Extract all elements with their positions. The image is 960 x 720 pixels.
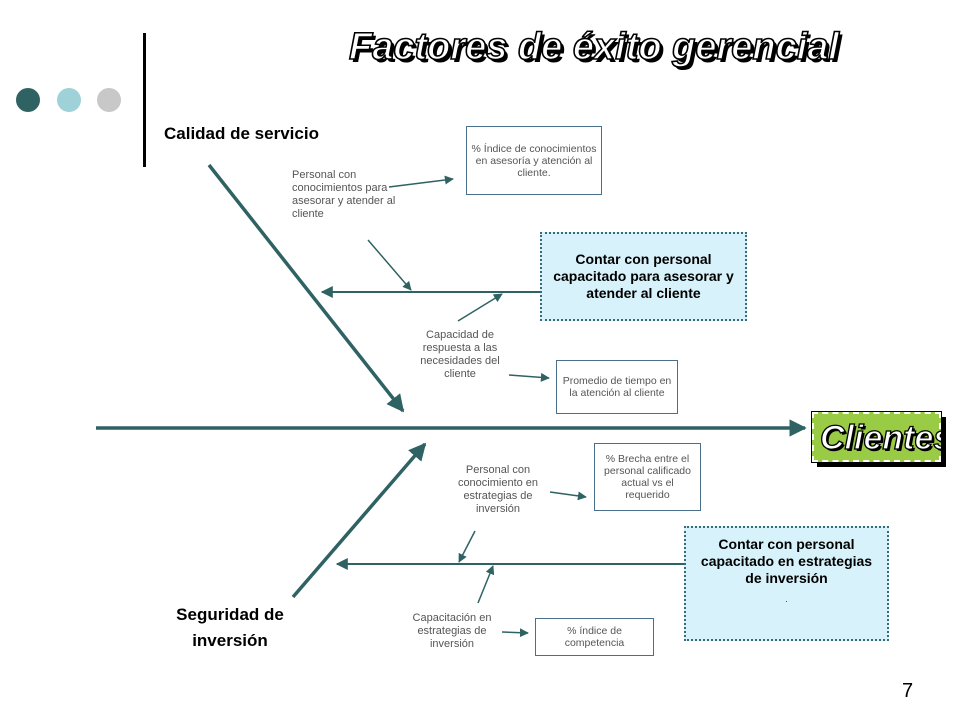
lower-category-line2: inversión <box>192 631 268 650</box>
lower-factor1-arrow <box>549 491 587 501</box>
upper-objective-box: Contar con personal capacitado para ases… <box>540 232 747 321</box>
title-divider-bar <box>143 33 146 167</box>
lower-category-line1: Seguridad de <box>176 605 284 624</box>
lower-indicator2-box: % índice de competencia <box>535 618 654 656</box>
decor-dot-grey <box>97 88 121 112</box>
upper-indicator2-box: Promedio de tiempo en la atención al cli… <box>556 360 678 414</box>
upper-factor1-arrow <box>388 175 454 188</box>
decor-dot-dark <box>16 88 40 112</box>
lower-factor2-text: Capacitación en estrategias de inversión <box>412 612 492 650</box>
page-title: Factores de éxito gerencial Factores de … <box>348 25 843 71</box>
upper-factor2-arrow <box>508 372 550 382</box>
effect-label-shadow: Clientes <box>822 421 941 459</box>
lower-objective-note: . <box>785 595 788 604</box>
upper-indicator1-box: % Índice de conocimientos en asesoría y … <box>466 126 602 195</box>
lower-category-label: Seguridad de inversión <box>160 602 300 654</box>
lower-objective-text: Contar con personal capacitado en estrat… <box>700 536 873 586</box>
lower-objective-box: Contar con personal capacitado en estrat… <box>684 526 889 641</box>
decor-dot-teal <box>57 88 81 112</box>
lower-factor2-up-arrow <box>477 565 495 604</box>
lower-factor2-arrow <box>501 628 529 638</box>
effect-box-face <box>811 411 942 463</box>
lower-factor1-text: Personal con conocimiento en estrategias… <box>457 464 539 515</box>
upper-factor2-text: Capacidad de respuesta a las necesidades… <box>420 329 500 380</box>
upper-factor1-down-arrow <box>367 239 412 291</box>
lower-bone <box>291 442 427 599</box>
upper-factor1-text: Personal con conocimientos para asesorar… <box>292 169 396 220</box>
effect-label: Clientes Clientes <box>819 418 941 459</box>
upper-category-label: Calidad de servicio <box>164 124 319 143</box>
upper-factor2-up-arrow <box>457 293 503 322</box>
lower-factor1-down-arrow <box>458 530 476 563</box>
page-title-shadow: Factores de éxito gerencial <box>352 29 843 71</box>
page-number: 7 <box>902 680 914 702</box>
upper-bone <box>207 163 405 413</box>
effect-label-text: Clientes <box>820 419 941 457</box>
page-title-text: Factores de éxito gerencial <box>349 26 840 68</box>
lower-indicator1-box: % Brecha entre el personal calificado ac… <box>594 443 701 511</box>
